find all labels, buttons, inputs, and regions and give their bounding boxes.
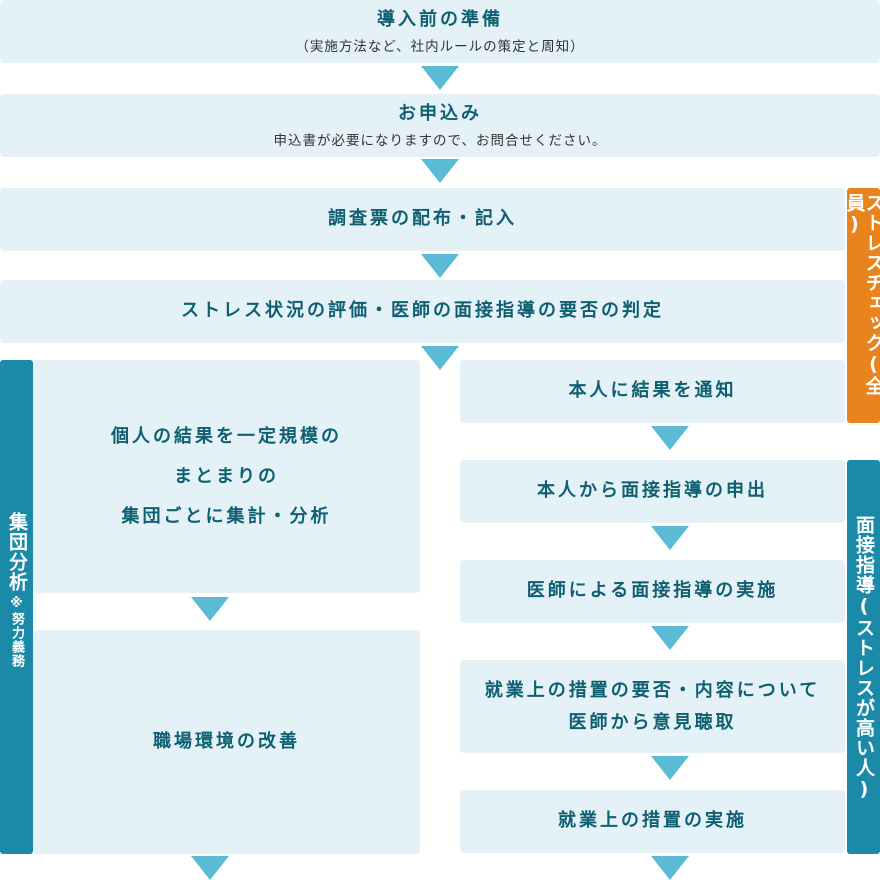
step-opinion: 就業上の措置の要否・内容について 医師から意見聴取 <box>460 660 845 753</box>
arrow-down-icon <box>421 254 459 278</box>
arrow-down-icon <box>651 426 689 450</box>
step-interview: 医師による面接指導の実施 <box>460 560 845 623</box>
side-label-stress-check-text: ストレスチェック(全員) <box>843 193 880 396</box>
group-analysis-line1: 個人の結果を一定規模の <box>111 425 342 447</box>
step-interview-title: 医師による面接指導の実施 <box>526 580 779 602</box>
step-request: 本人から面接指導の申出 <box>460 460 845 523</box>
group-analysis-line3: 集団ごとに集計・分析 <box>121 505 332 527</box>
step-request-title: 本人から面接指導の申出 <box>537 480 768 502</box>
step-measures: 就業上の措置の実施 <box>460 790 845 853</box>
arrow-down-icon <box>651 626 689 650</box>
step-questionnaire: 調査票の配布・記入 <box>0 188 845 251</box>
arrow-down-icon <box>191 597 229 621</box>
step-evaluation: ストレス状況の評価・医師の面接指導の要否の判定 <box>0 280 845 343</box>
arrow-down-icon <box>421 159 459 183</box>
step-application: お申込み 申込書が必要になりますので、お問合せください。 <box>0 94 880 157</box>
step-application-title: お申込み <box>398 103 482 125</box>
step-improvement: 職場環境の改善 <box>33 630 420 854</box>
step-questionnaire-title: 調査票の配布・記入 <box>328 208 517 230</box>
arrow-down-icon <box>651 856 689 880</box>
step-preparation-title: 導入前の準備 <box>377 9 503 31</box>
step-group-analysis: 個人の結果を一定規模の まとまりの 集団ごとに集計・分析 <box>33 360 420 593</box>
group-analysis-line2: まとまりの <box>174 465 279 487</box>
arrow-down-icon <box>651 756 689 780</box>
step-application-sub: 申込書が必要になりますので、お問合せください。 <box>273 132 607 149</box>
step-preparation: 導入前の準備 （実施方法など、社内ルールの策定と周知） <box>0 0 880 63</box>
step-preparation-sub: （実施方法など、社内ルールの策定と周知） <box>295 38 585 55</box>
arrow-down-icon <box>421 66 459 90</box>
step-measures-title: 就業上の措置の実施 <box>558 810 747 832</box>
step-notify: 本人に結果を通知 <box>460 360 845 423</box>
opinion-line1: 就業上の措置の要否・内容について <box>484 679 821 701</box>
arrow-down-icon <box>651 526 689 550</box>
side-label-group-note: ※努力義務 <box>9 596 24 668</box>
side-label-interview-guidance: 面接指導(ストレスが高い人) <box>847 460 880 854</box>
opinion-line2: 医師から意見聴取 <box>568 711 737 733</box>
side-label-group-analysis: 集団分析 ※努力義務 <box>0 360 33 854</box>
step-notify-title: 本人に結果を通知 <box>568 380 737 402</box>
arrow-down-icon <box>421 346 459 370</box>
arrow-down-icon <box>191 856 229 880</box>
side-label-group-main: 集団分析 <box>6 512 28 592</box>
step-evaluation-title: ストレス状況の評価・医師の面接指導の要否の判定 <box>181 300 664 322</box>
side-label-stress-check: ストレスチェック(全員) <box>843 188 880 423</box>
side-label-interview-guidance-text: 面接指導(ストレスが高い人) <box>853 515 875 801</box>
step-improvement-title: 職場環境の改善 <box>153 730 300 752</box>
